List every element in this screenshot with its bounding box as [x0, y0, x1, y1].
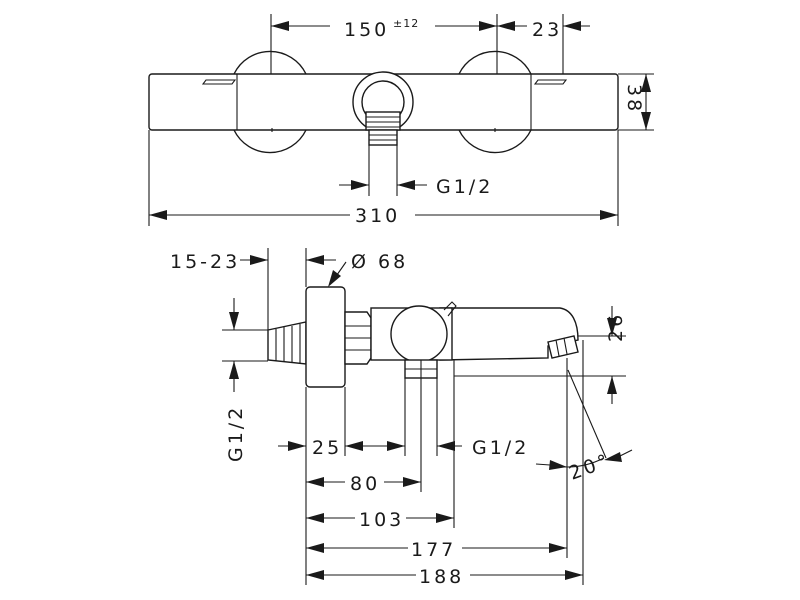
- spout-side: [439, 307, 579, 361]
- dim-label-diameter-68: Ø 68: [351, 251, 408, 273]
- dim-label-177: 177: [411, 539, 456, 561]
- handle-lever-left: [201, 79, 237, 85]
- arrow-23-left: [497, 21, 515, 31]
- dim-label-103: 103: [359, 509, 404, 531]
- arrow-103-left: [306, 513, 324, 523]
- dim-label-150: 150: [344, 19, 389, 41]
- cartridge-knob: [390, 305, 448, 363]
- dim-label-150-tolerance: ±12: [393, 17, 419, 30]
- arrow-177-right: [549, 543, 567, 553]
- arrow-80-right: [403, 477, 421, 487]
- arrow-25-left: [288, 441, 306, 451]
- handle-lever-right: [533, 79, 568, 85]
- arrow-g12-right: [397, 180, 415, 190]
- arrow-20-left: [549, 460, 567, 470]
- arrow-38-bottom: [641, 112, 651, 130]
- dim-label-g12-top: G1/2: [436, 176, 493, 198]
- arrow-25-end: [387, 441, 405, 451]
- arrow-23-right: [563, 21, 581, 31]
- arrow-188-right: [565, 570, 583, 580]
- inlet-thread-top: [368, 129, 398, 146]
- arrow-310-right: [600, 210, 618, 220]
- dim-label-80: 80: [350, 473, 380, 495]
- arrow-g12v-bottom: [229, 361, 239, 379]
- arrow-1523-left: [250, 255, 268, 265]
- arrow-26-top: [607, 318, 617, 336]
- arrow-150-left: [271, 21, 289, 31]
- arrow-68: [328, 270, 341, 287]
- dim-label-38: 38: [623, 84, 645, 114]
- dim-label-310: 310: [355, 205, 400, 227]
- dim-label-25: 25: [312, 437, 342, 459]
- aerator-line-2: [563, 337, 568, 355]
- lever-side: [443, 301, 457, 317]
- angle-tail-20-right: [619, 449, 633, 457]
- arrow-80-left: [306, 477, 324, 487]
- arrow-25-right: [345, 441, 363, 451]
- arrow-26-bottom: [607, 376, 617, 394]
- angle-tail-20-left: [535, 463, 551, 466]
- arrow-g12o: [437, 441, 455, 451]
- arrow-150-right: [479, 21, 497, 31]
- arrow-310-left: [149, 210, 167, 220]
- arrow-g12-left: [351, 180, 369, 190]
- rosette-side: [305, 286, 346, 388]
- arrow-103-right: [436, 513, 454, 523]
- dim-label-188: 188: [419, 566, 464, 588]
- dim-label-20-deg: 20°: [566, 449, 614, 484]
- dim-label-23: 23: [532, 19, 562, 41]
- arrow-38-top: [641, 74, 651, 92]
- arrow-188-left: [306, 570, 324, 580]
- left-rosette: [233, 50, 307, 154]
- aerator-line-1: [555, 339, 560, 357]
- angle-line-20: [567, 369, 607, 459]
- arrow-177-left: [306, 543, 324, 553]
- dim-label-26: 26: [605, 312, 627, 342]
- arrow-g12v-top: [229, 312, 239, 330]
- dim-label-g12-outlet: G1/2: [472, 437, 529, 459]
- right-rosette: [458, 50, 532, 154]
- top-view: 150 ±12 23 38 G1/2 310: [148, 14, 654, 227]
- arrow-20-right: [604, 452, 622, 462]
- arrow-1523-right: [306, 255, 324, 265]
- dim-label-g12-side: G1/2: [225, 405, 247, 462]
- dim-label-15-23: 15-23: [170, 251, 240, 273]
- side-view: 15-23 Ø 68 G1/2 25 G1/2: [170, 248, 633, 588]
- aerator: [547, 335, 579, 359]
